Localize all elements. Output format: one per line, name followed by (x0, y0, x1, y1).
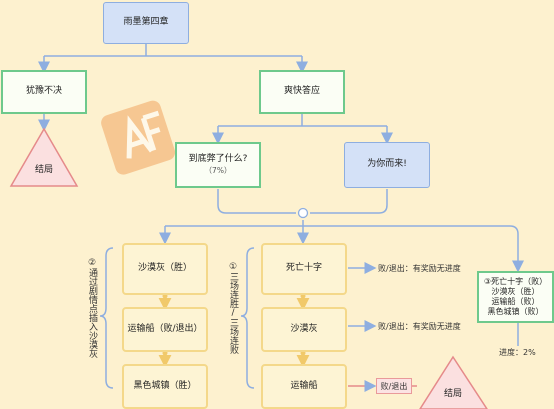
path2-node-2-label: 运输船（败/退出） (127, 323, 203, 334)
question-line1: 到底弊了什么? (188, 154, 248, 165)
ending-triangle-bottom (419, 355, 488, 409)
agree-box: 爽快答应 (259, 70, 345, 114)
chapter-title-box: 雨墨第四章 (103, 2, 189, 44)
path2-node-1: 沙漠灰（胜） (122, 243, 208, 295)
path3-line-1: ③死亡十字（败） (483, 277, 548, 286)
fail-note-1: 败/退出：有奖励无进度 (378, 264, 461, 273)
path3-line-3: 运输船（败） (491, 297, 540, 306)
path1-node-2-label: 沙漠灰 (290, 323, 318, 334)
fail-exit-box: 败/退出 (376, 378, 412, 394)
hesitate-label: 犹豫不决 (25, 86, 62, 97)
path3-box: ③死亡十字（败） 沙漠灰（胜） 运输船（败） 黑色城镇（败） (477, 271, 554, 323)
agree-label: 爽快答应 (283, 86, 320, 97)
progress-text: 进度：2% (499, 348, 536, 357)
path3-line-2: 沙漠灰（胜） (491, 287, 540, 296)
ending-bottom-label: 结局 (443, 389, 462, 399)
path3-line-4: 黑色城镇（败） (487, 307, 544, 316)
path1-node-1: 死亡十字 (261, 243, 347, 295)
path2-node-3: 黑色城镇（胜） (122, 364, 208, 409)
chapter-title: 雨墨第四章 (123, 17, 169, 28)
path1-node-1-label: 死亡十字 (285, 263, 322, 274)
why-label: 为你而来! (367, 159, 407, 170)
ending-triangle-left (9, 127, 79, 187)
path1-node-3-label: 运输船 (290, 380, 318, 391)
why-box: 为你而来! (344, 142, 430, 188)
ending-left-label: 结局 (34, 165, 53, 175)
path1-node-2: 沙漠灰 (261, 307, 347, 352)
fail-note-2: 败/退出：有奖励无进度 (378, 322, 461, 331)
path2-node-3-label: 黑色城镇（胜） (133, 380, 197, 391)
watermark-logo (101, 100, 176, 175)
path1-node-3: 运输船 (261, 364, 347, 409)
question-line2: （7%） (204, 165, 232, 175)
fail-exit-label: 败/退出 (380, 381, 408, 391)
question-box: 到底弊了什么? （7%） (175, 142, 261, 188)
hesitate-box: 犹豫不决 (1, 70, 87, 114)
path2-label: ②通过剧情点插入沙漠灰 (87, 258, 97, 358)
path2-node-2: 运输船（败/退出） (122, 307, 208, 352)
path2-node-1-label: 沙漠灰（胜） (137, 263, 192, 274)
path1-label: ①三场连胜/三场连败 (228, 262, 238, 354)
